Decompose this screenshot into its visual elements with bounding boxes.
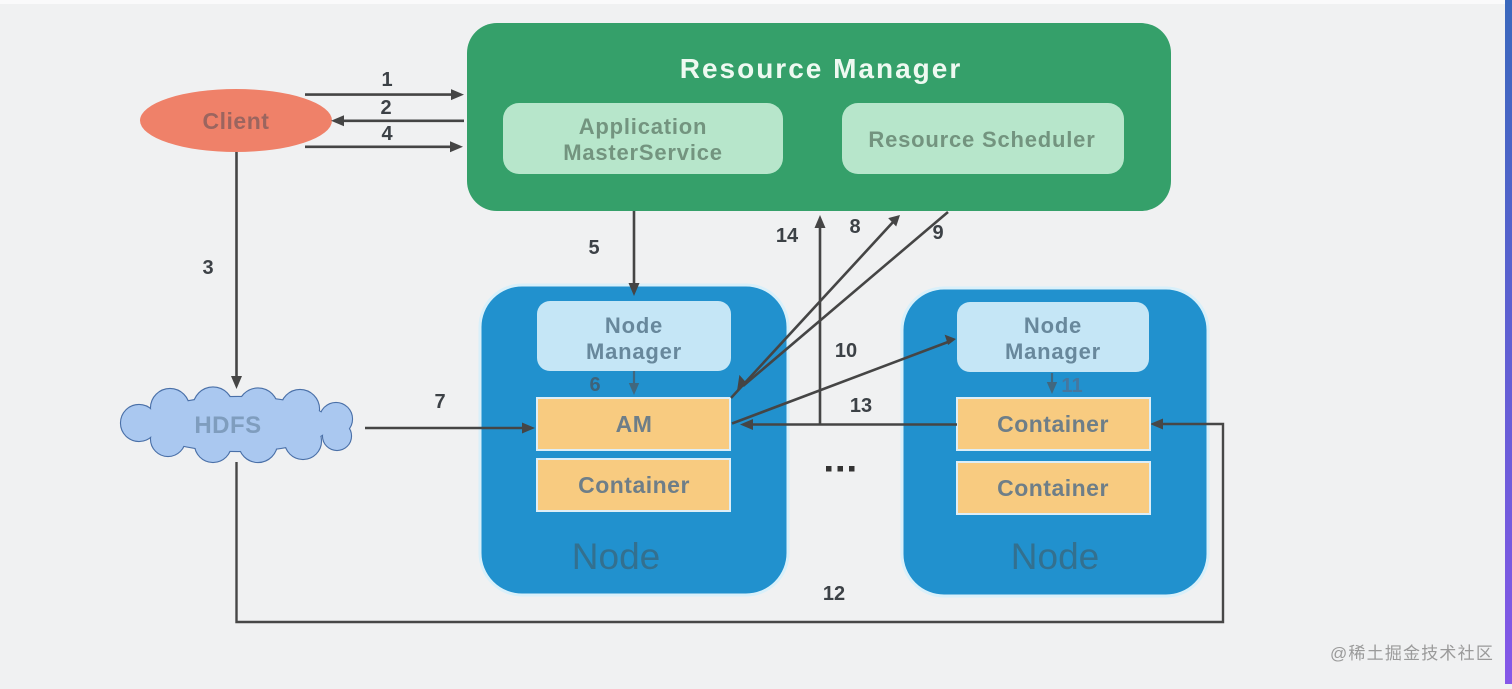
svg-text:13: 13 xyxy=(850,395,872,417)
svg-text:@稀土掘金技术社区: @稀土掘金技术社区 xyxy=(1330,644,1494,663)
svg-text:Manager: Manager xyxy=(1005,339,1101,364)
svg-text:Manager: Manager xyxy=(586,339,682,364)
svg-text:Application: Application xyxy=(579,114,708,139)
svg-text:11: 11 xyxy=(1061,375,1082,397)
svg-text:Client: Client xyxy=(203,108,270,134)
svg-text:HDFS: HDFS xyxy=(194,412,261,439)
svg-text:6: 6 xyxy=(589,374,600,396)
svg-text:1: 1 xyxy=(381,69,392,91)
svg-text:7: 7 xyxy=(434,391,445,413)
svg-text:Node: Node xyxy=(572,536,660,577)
svg-text:4: 4 xyxy=(381,123,393,145)
svg-text:Container: Container xyxy=(997,411,1109,437)
svg-text:Resource Manager: Resource Manager xyxy=(680,53,963,84)
svg-text:8: 8 xyxy=(849,216,860,238)
svg-text:Container: Container xyxy=(578,472,690,498)
svg-text:14: 14 xyxy=(776,225,799,247)
svg-text:Node: Node xyxy=(1024,313,1082,338)
svg-text:Node: Node xyxy=(1011,536,1099,577)
svg-text:3: 3 xyxy=(202,257,213,279)
svg-text:Container: Container xyxy=(997,475,1109,501)
svg-text:Resource Scheduler: Resource Scheduler xyxy=(868,127,1095,152)
svg-text:10: 10 xyxy=(835,340,857,362)
svg-text:5: 5 xyxy=(588,237,599,259)
svg-text:AM: AM xyxy=(616,411,653,437)
svg-text:2: 2 xyxy=(380,97,391,119)
svg-text:MasterService: MasterService xyxy=(563,140,723,165)
svg-text:Node: Node xyxy=(605,313,663,338)
svg-text:12: 12 xyxy=(823,583,845,605)
svg-text:9: 9 xyxy=(932,222,943,244)
